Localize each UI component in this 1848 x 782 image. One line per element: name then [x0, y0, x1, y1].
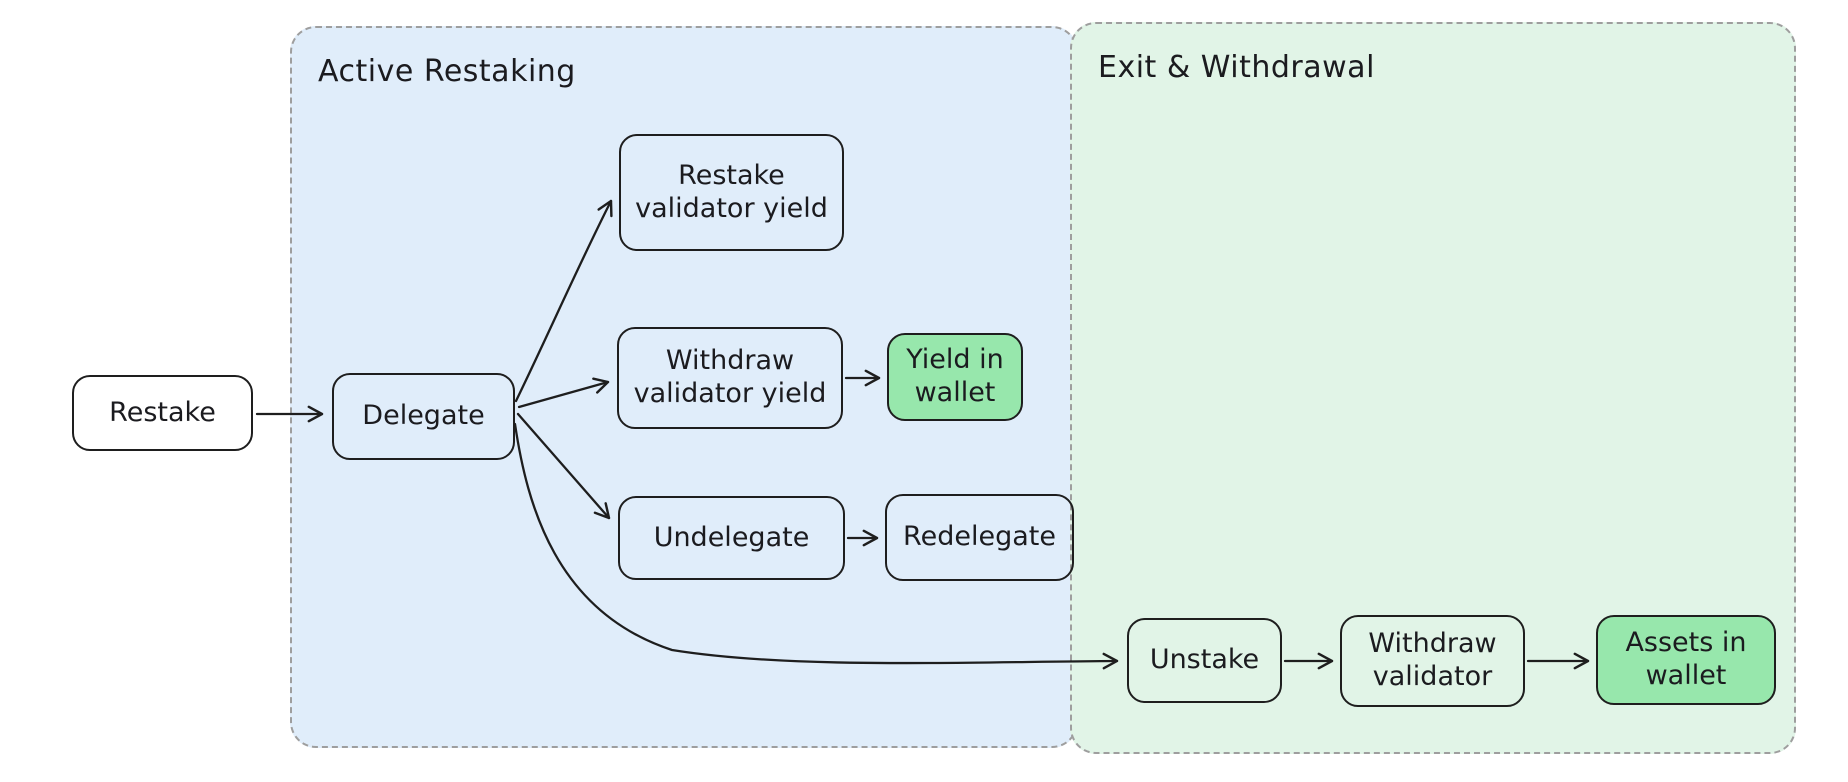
region-exit-withdrawal-label: Exit & Withdrawal: [1098, 50, 1375, 85]
node-redelegate: Redelegate: [885, 494, 1074, 581]
node-restake-label: Restake: [109, 396, 216, 428]
node-restake: Restake: [72, 375, 253, 451]
node-unstake: Unstake: [1127, 618, 1282, 703]
node-redelegate-label: Redelegate: [903, 521, 1056, 553]
node-withdraw-validator-yield-label: Withdraw validator yield: [633, 345, 827, 409]
node-withdraw-validator: Withdraw validator: [1340, 615, 1525, 707]
node-delegate-label: Delegate: [362, 400, 485, 432]
node-undelegate: Undelegate: [618, 496, 845, 580]
node-yield-in-wallet-label: Yield in wallet: [906, 344, 1004, 408]
node-withdraw-validator-yield: Withdraw validator yield: [617, 327, 843, 429]
node-assets-in-wallet: Assets in wallet: [1596, 615, 1776, 705]
node-assets-in-wallet-label: Assets in wallet: [1625, 627, 1747, 691]
region-active-restaking-label: Active Restaking: [318, 54, 576, 89]
node-restake-validator-yield: Restake validator yield: [619, 134, 844, 251]
node-withdraw-validator-label: Withdraw validator: [1368, 628, 1497, 692]
node-delegate: Delegate: [332, 373, 515, 460]
node-restake-validator-yield-label: Restake validator yield: [635, 159, 828, 224]
node-yield-in-wallet: Yield in wallet: [887, 333, 1023, 421]
node-unstake-label: Unstake: [1149, 644, 1260, 676]
node-undelegate-label: Undelegate: [653, 521, 810, 553]
